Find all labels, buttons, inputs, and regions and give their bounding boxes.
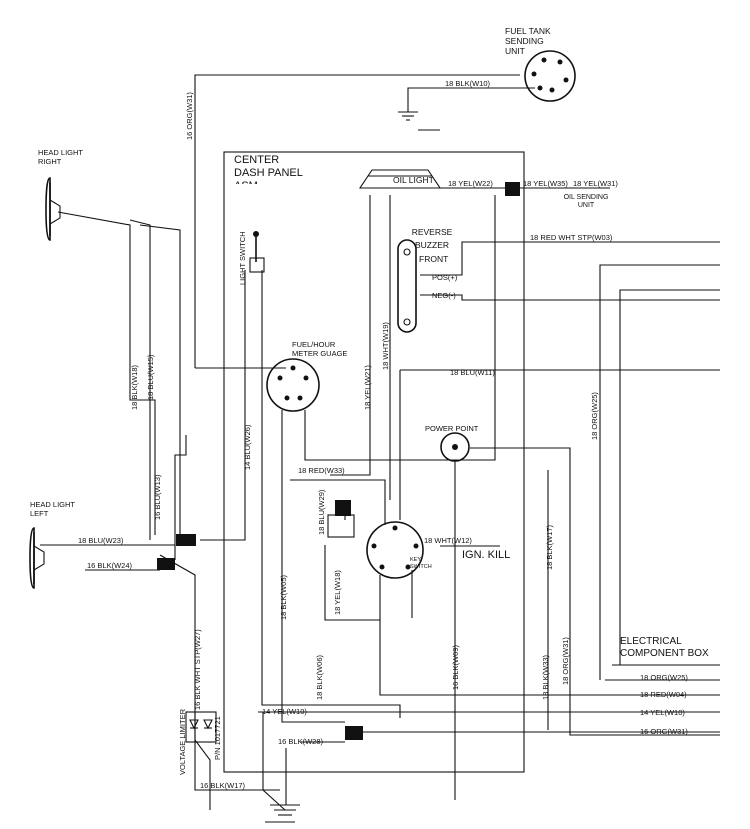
- wire-label: 16 BLK(W28): [278, 737, 324, 746]
- component-labels: FUEL TANK SENDING UNIT HEAD LIGHT RIGHT …: [30, 26, 709, 775]
- neg-label: NEG(-): [432, 291, 456, 300]
- fuel-tank-sending-unit: [524, 50, 576, 102]
- wire-label: 18 WHT(W12): [424, 536, 472, 545]
- wire-label: 16 ORG(W31): [640, 727, 688, 736]
- wire-label: 16 ORG(W31): [185, 92, 194, 140]
- electrical-box-label: ELECTRICAL COMPONENT BOX: [620, 636, 709, 659]
- ign-kill-label: IGN. KILL: [462, 549, 510, 561]
- wire-label: 18 YEL(W31): [573, 179, 618, 188]
- front-label: FRONT: [419, 254, 448, 264]
- wire-label: 18 BLU(W11): [450, 368, 495, 377]
- connectors: [157, 182, 520, 740]
- wire-label: 18 RED(W04): [640, 690, 687, 699]
- reverse-buzzer: [397, 239, 417, 333]
- light-switch-label: LIGHT SWITCH: [238, 231, 247, 285]
- wire-label: 18 BLK(W10): [445, 79, 491, 88]
- key-switch-label: KEY SWITCH: [410, 557, 432, 570]
- head-light-right-label: HEAD LIGHT RIGHT: [38, 148, 83, 166]
- wire-label: 18 YEL(W18): [333, 570, 342, 615]
- wire-label: 16 BLK WHT STP(W27): [193, 629, 202, 710]
- oil-light-label: OIL LIGHT: [393, 175, 434, 185]
- wire-label: 18 YEL(W21): [363, 365, 372, 410]
- key-switch: [366, 521, 424, 579]
- fuel-hour-label: FUEL/HOUR METER GUAGE: [292, 340, 348, 358]
- voltage-limiter-label: VOLTAGE LIMITER: [178, 708, 187, 775]
- wire-label: 16 BLU(W13): [153, 474, 162, 520]
- wire-label: 18 BLK(W05): [279, 574, 288, 620]
- wire-label: 18 BLU(W23): [78, 536, 124, 545]
- wire-label: 18 YEL(W35): [523, 179, 568, 188]
- wire-label: 16 BLK(W24): [87, 561, 133, 570]
- wire-label: 18 WHT(W19): [381, 322, 390, 370]
- oil-light: [358, 169, 442, 189]
- wire-label: 18 ORG(W25): [640, 673, 688, 682]
- wire-labels: 18 BLK(W10) 16 ORG(W31) 18 YEL(W22) 18 Y…: [78, 79, 688, 790]
- wire-label: 16 BLK(W09): [451, 644, 460, 690]
- wire-label: 18 BLK(W33): [541, 654, 550, 700]
- head-light-left: [29, 527, 45, 589]
- wire-label: 18 BLK(W06): [315, 654, 324, 700]
- voltage-limiter: [185, 711, 217, 743]
- wire-label: 18 RED(W33): [298, 466, 345, 475]
- pos-label: POS(+): [432, 273, 458, 282]
- wire-label: 18 BLU(W29): [317, 489, 326, 535]
- fuel-tank-label: FUEL TANK SENDING UNIT: [505, 26, 551, 54]
- wire-label: 18 BLU(W15): [146, 354, 155, 400]
- part-number-label: P/N 1017721: [213, 716, 222, 760]
- wire-label: 18 ORG(W31): [561, 637, 570, 685]
- oil-sending-label: OIL SENDING UNIT: [563, 194, 609, 209]
- wire-label: 18 BLK(W17): [545, 524, 554, 570]
- head-light-right: [45, 177, 61, 241]
- reverse-buzzer-label: REVERSE BUZZER: [411, 227, 453, 250]
- wire-label: 16 BLK(W17): [200, 781, 246, 790]
- wire-label: 14 YEL(W10): [262, 707, 307, 716]
- power-point-label: POWER POINT: [425, 424, 479, 433]
- center-dash-label: CENTER DASH PANEL ASM.: [234, 154, 303, 184]
- wire-label: 18 YEL(W22): [448, 179, 493, 188]
- light-switch: [249, 231, 265, 273]
- wires: [40, 74, 720, 823]
- fuel-hour-meter-gauge: [266, 358, 320, 412]
- wire-label: 18 BLK(W18): [130, 364, 139, 410]
- head-light-left-label: HEAD LIGHT LEFT: [30, 500, 75, 518]
- power-point: [440, 432, 470, 462]
- wire-label: 14 BLU(W26): [243, 424, 252, 470]
- wire-label: 18 ORG(W25): [590, 392, 599, 440]
- wire-label: 14 YEL(W10): [640, 708, 685, 717]
- wire-label: 18 RED WHT STP(W03): [530, 233, 613, 242]
